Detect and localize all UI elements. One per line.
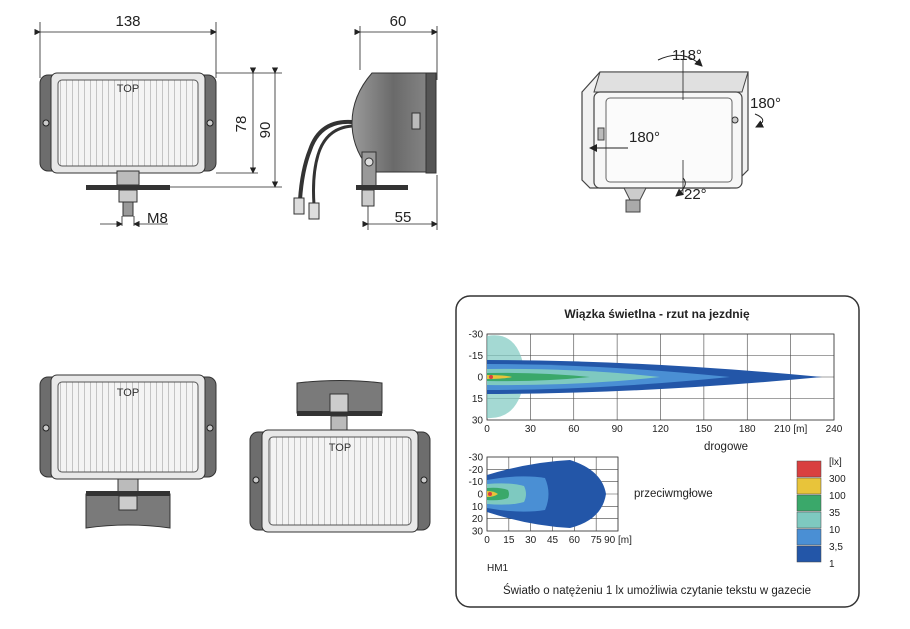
y-tick-label: -30 (469, 453, 484, 464)
x-tick-label: 0 (484, 424, 490, 435)
lamp-top-label-3: TOP (329, 442, 351, 454)
y-tick-label: -15 (469, 351, 484, 362)
lamp-mounted-above: TOP (249, 380, 431, 533)
label-drogowe: drogowe (704, 441, 748, 453)
x-tick-label: 15 (503, 535, 515, 546)
x-tick-label: 90 [m] (604, 535, 632, 546)
y-tick-label: 10 (472, 502, 484, 513)
dim-mount-depth: 55 (395, 209, 412, 226)
x-tick-label: 75 (591, 535, 603, 546)
x-tick-label: 45 (547, 535, 559, 546)
lamp-top-label-2: TOP (117, 387, 139, 399)
legend-label: 3,5 (829, 542, 843, 553)
y-tick-label: 0 (477, 373, 483, 384)
legend-label: 100 (829, 491, 846, 502)
dim-width: 138 (115, 13, 140, 30)
side-view-lamp: 60 55 (293, 13, 438, 230)
dim-depth: 60 (390, 13, 407, 30)
x-tick-label: 60 (569, 535, 581, 546)
x-tick-label: 240 (826, 424, 843, 435)
dim-height-outer: 90 (257, 122, 274, 139)
legend-swatch (796, 545, 822, 563)
y-tick-label: -30 (469, 330, 484, 341)
model-label: HM1 (487, 563, 509, 574)
y-tick-label: -20 (469, 465, 484, 476)
angle-rotate-left: 180° (629, 129, 660, 146)
legend-swatch (796, 460, 822, 478)
x-tick-label: 0 (484, 535, 490, 546)
dim-height-inner: 78 (233, 116, 250, 133)
y-tick-label: 30 (472, 527, 484, 538)
legend-label: 35 (829, 508, 841, 519)
legend-title: [lx] (829, 457, 842, 468)
y-tick-label: 20 (472, 514, 484, 525)
x-tick-label: 210 [m] (774, 424, 808, 435)
legend-label: 1 (829, 559, 835, 570)
beam-upper-300 (489, 375, 493, 379)
lamp-top-label: TOP (117, 83, 139, 95)
dim-thread: M8 (147, 210, 168, 227)
angle-rotate-right: 180° (750, 95, 781, 112)
perspective-lamp: 118° 180° 180° 22° (581, 47, 781, 213)
legend-swatch (796, 494, 822, 512)
angle-tilt-down: 22° (684, 186, 707, 203)
beam-upper-100 (487, 375, 512, 379)
x-tick-label: 30 (525, 424, 537, 435)
x-tick-label: 180 (739, 424, 756, 435)
x-tick-label: 120 (652, 424, 669, 435)
y-tick-label: -10 (469, 477, 484, 488)
chart-title: Wiązka świetlna - rzut na jezdnię (564, 307, 750, 321)
legend-swatch (796, 477, 822, 495)
angle-tilt-up: 118° (672, 47, 702, 64)
legend: [lx] 300 100 35 10 3,5 1 (796, 457, 846, 570)
legend-swatch (796, 511, 822, 529)
y-tick-label: 15 (472, 394, 484, 405)
beam-upper-35 (487, 372, 590, 382)
x-tick-label: 150 (696, 424, 713, 435)
y-tick-label: 0 (477, 490, 483, 501)
x-tick-label: 60 (568, 424, 580, 435)
label-przeciwmglowe: przeciwmgłowe (634, 488, 713, 500)
chart-note: Światło o natężeniu 1 lx umożliwia czyta… (503, 584, 811, 597)
x-tick-label: 90 (612, 424, 624, 435)
legend-label: 10 (829, 525, 841, 536)
y-tick-label: 30 (472, 416, 484, 427)
legend-swatch (796, 528, 822, 546)
x-tick-label: 30 (525, 535, 537, 546)
front-view-lamp: 138 TOP M8 78 90 (34, 13, 282, 228)
lamp-mounted-below: TOP (39, 374, 217, 529)
legend-label: 300 (829, 474, 846, 485)
beam-lower-300 (488, 492, 492, 496)
